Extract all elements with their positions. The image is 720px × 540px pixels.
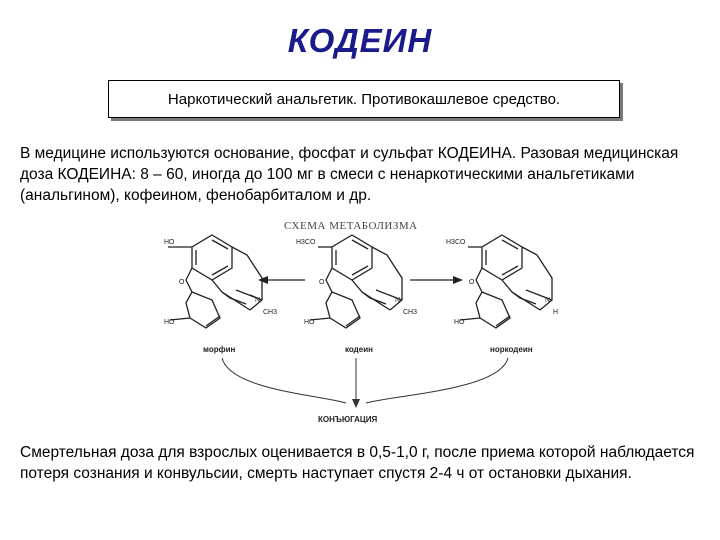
subtitle-box: Наркотический анальгетик. Противокашлево… (108, 80, 620, 118)
molecule-codeine: H3CO O HO N CH3 кодеин (296, 234, 417, 354)
codeine-ring-o: O (319, 279, 325, 286)
norcodeine-label: норкодеин (490, 345, 533, 354)
norcodeine-ring-o: O (469, 279, 475, 286)
norcodeine-n: N (545, 297, 550, 304)
paragraph-lethal-dose: Смертельная доза для взрослых оцениваетс… (20, 444, 695, 482)
subtitle-text: Наркотический анальгетик. Противокашлево… (167, 90, 561, 108)
conjugation-arrows (221, 357, 509, 404)
morphine-bottom-group: HO (164, 319, 175, 326)
codeine-bottom-group: HO (304, 319, 315, 326)
codeine-label: кодеин (345, 345, 373, 354)
morphine-n-sub: CH3 (263, 309, 277, 316)
norcodeine-bottom-group: HO (454, 319, 465, 326)
codeine-n: N (395, 297, 400, 304)
slide-title: КОДЕИН (287, 22, 433, 59)
norcodeine-top-group: H3CO (446, 239, 466, 246)
molecule-norcodeine: H3CO O HO N H норкодеин (446, 234, 558, 354)
conversion-arrows (258, 276, 463, 284)
scheme-title: СХЕМА МЕТАБОЛИЗМА (284, 220, 418, 232)
codeine-n-sub: CH3 (403, 309, 417, 316)
codeine-top-group: H3CO (296, 239, 316, 246)
morphine-n: N (255, 297, 260, 304)
morphine-top-group: HO (164, 239, 175, 246)
conjugation-label: КОНЪЮГАЦИЯ (318, 415, 377, 424)
conjugation-arrowhead (352, 399, 360, 408)
paragraph-usage: В медицине используются основание, фосфа… (20, 145, 679, 204)
morphine-label: морфин (203, 345, 236, 354)
norcodeine-n-sub: H (553, 309, 558, 316)
morphine-ring-o: O (179, 279, 185, 286)
molecule-morphine: HO O HO N CH3 морфин (164, 234, 277, 354)
